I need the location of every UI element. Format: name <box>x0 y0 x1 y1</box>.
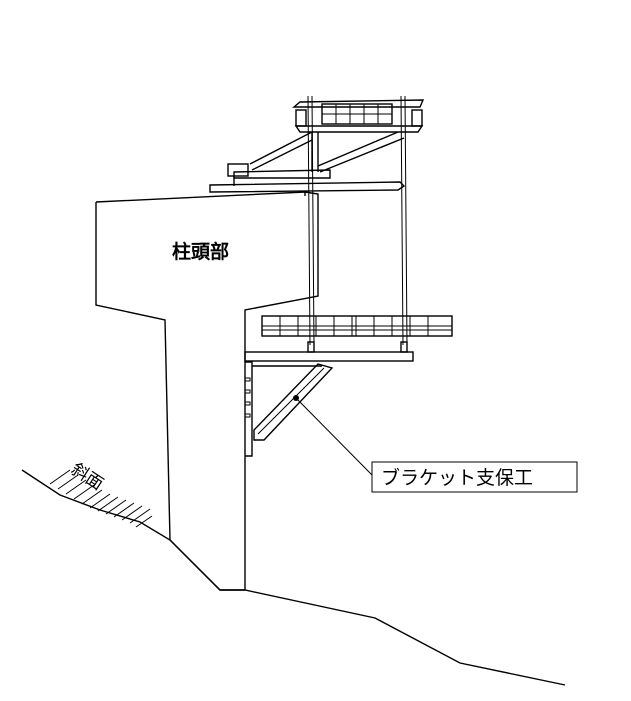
slope-hatching <box>49 469 153 528</box>
pier-head-label: 柱頭部 <box>172 240 229 263</box>
bracket-leader-line <box>295 397 373 476</box>
bracket-label: ブラケット支保工 <box>381 466 533 489</box>
bracket-label-box <box>371 461 578 493</box>
bracket-platform <box>244 315 453 457</box>
ground-line <box>21 469 566 686</box>
leader-dot <box>293 395 299 401</box>
form-traveler <box>209 95 425 346</box>
